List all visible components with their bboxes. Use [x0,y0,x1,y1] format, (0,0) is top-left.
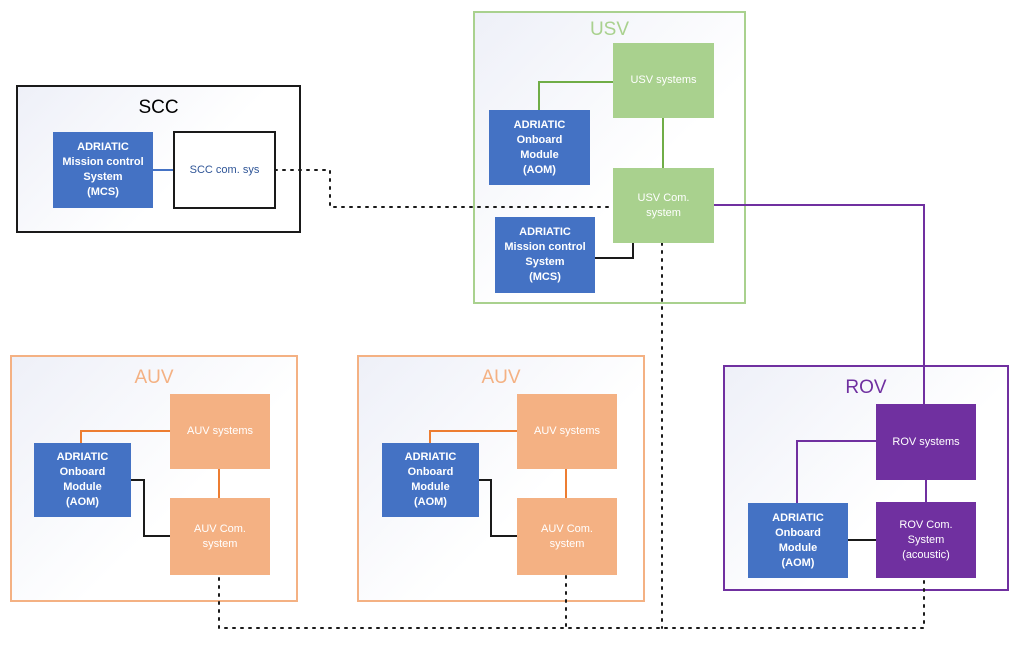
rov-systems-box[interactable]: ROV systems [876,404,976,480]
usv-com-box[interactable]: USV Com. system [613,168,714,243]
auv1-aom-box[interactable]: ADRIATIC Onboard Module (AOM) [34,443,131,517]
scc-title: SCC [138,97,179,118]
auv1-aom-com-link [130,479,170,537]
usv-mcs-box[interactable]: ADRIATIC Mission control System (MCS) [495,217,595,293]
usv-aom-box[interactable]: ADRIATIC Onboard Module (AOM) [489,110,590,185]
bottom-dotted-bus [218,577,925,629]
auv1-aom-systems-link [80,430,170,443]
rov-title: ROV [845,377,887,398]
rov-aom-box[interactable]: ADRIATIC Onboard Module (AOM) [748,503,848,578]
usv-systems-box[interactable]: USV systems [613,43,714,118]
auv2-aom-box[interactable]: ADRIATIC Onboard Module (AOM) [382,443,479,517]
usv-aom-systems-link [538,81,613,110]
auv2-aom-systems-link [429,430,517,443]
auv2-aom-com-link [478,479,517,537]
auv2-systems-box[interactable]: AUV systems [517,394,617,469]
scc-com-box[interactable]: SCC com. sys [173,131,276,209]
rov-com-box[interactable]: ROV Com. System (acoustic) [876,502,976,578]
usv-rov-link [713,204,925,404]
usv-mcs-com-link [594,242,634,259]
rov-aom-systems-link [796,440,876,503]
auv1-com-box[interactable]: AUV Com. system [170,498,270,575]
scc-mcs-box[interactable]: ADRIATIC Mission control System (MCS) [53,132,153,208]
auv1-systems-box[interactable]: AUV systems [170,394,270,469]
scc-usv-dotted-link [274,169,614,208]
auv2-com-box[interactable]: AUV Com. system [517,498,617,575]
usv-title: USV [589,19,630,40]
auv1-title: AUV [134,367,174,388]
auv2-title: AUV [481,367,521,388]
